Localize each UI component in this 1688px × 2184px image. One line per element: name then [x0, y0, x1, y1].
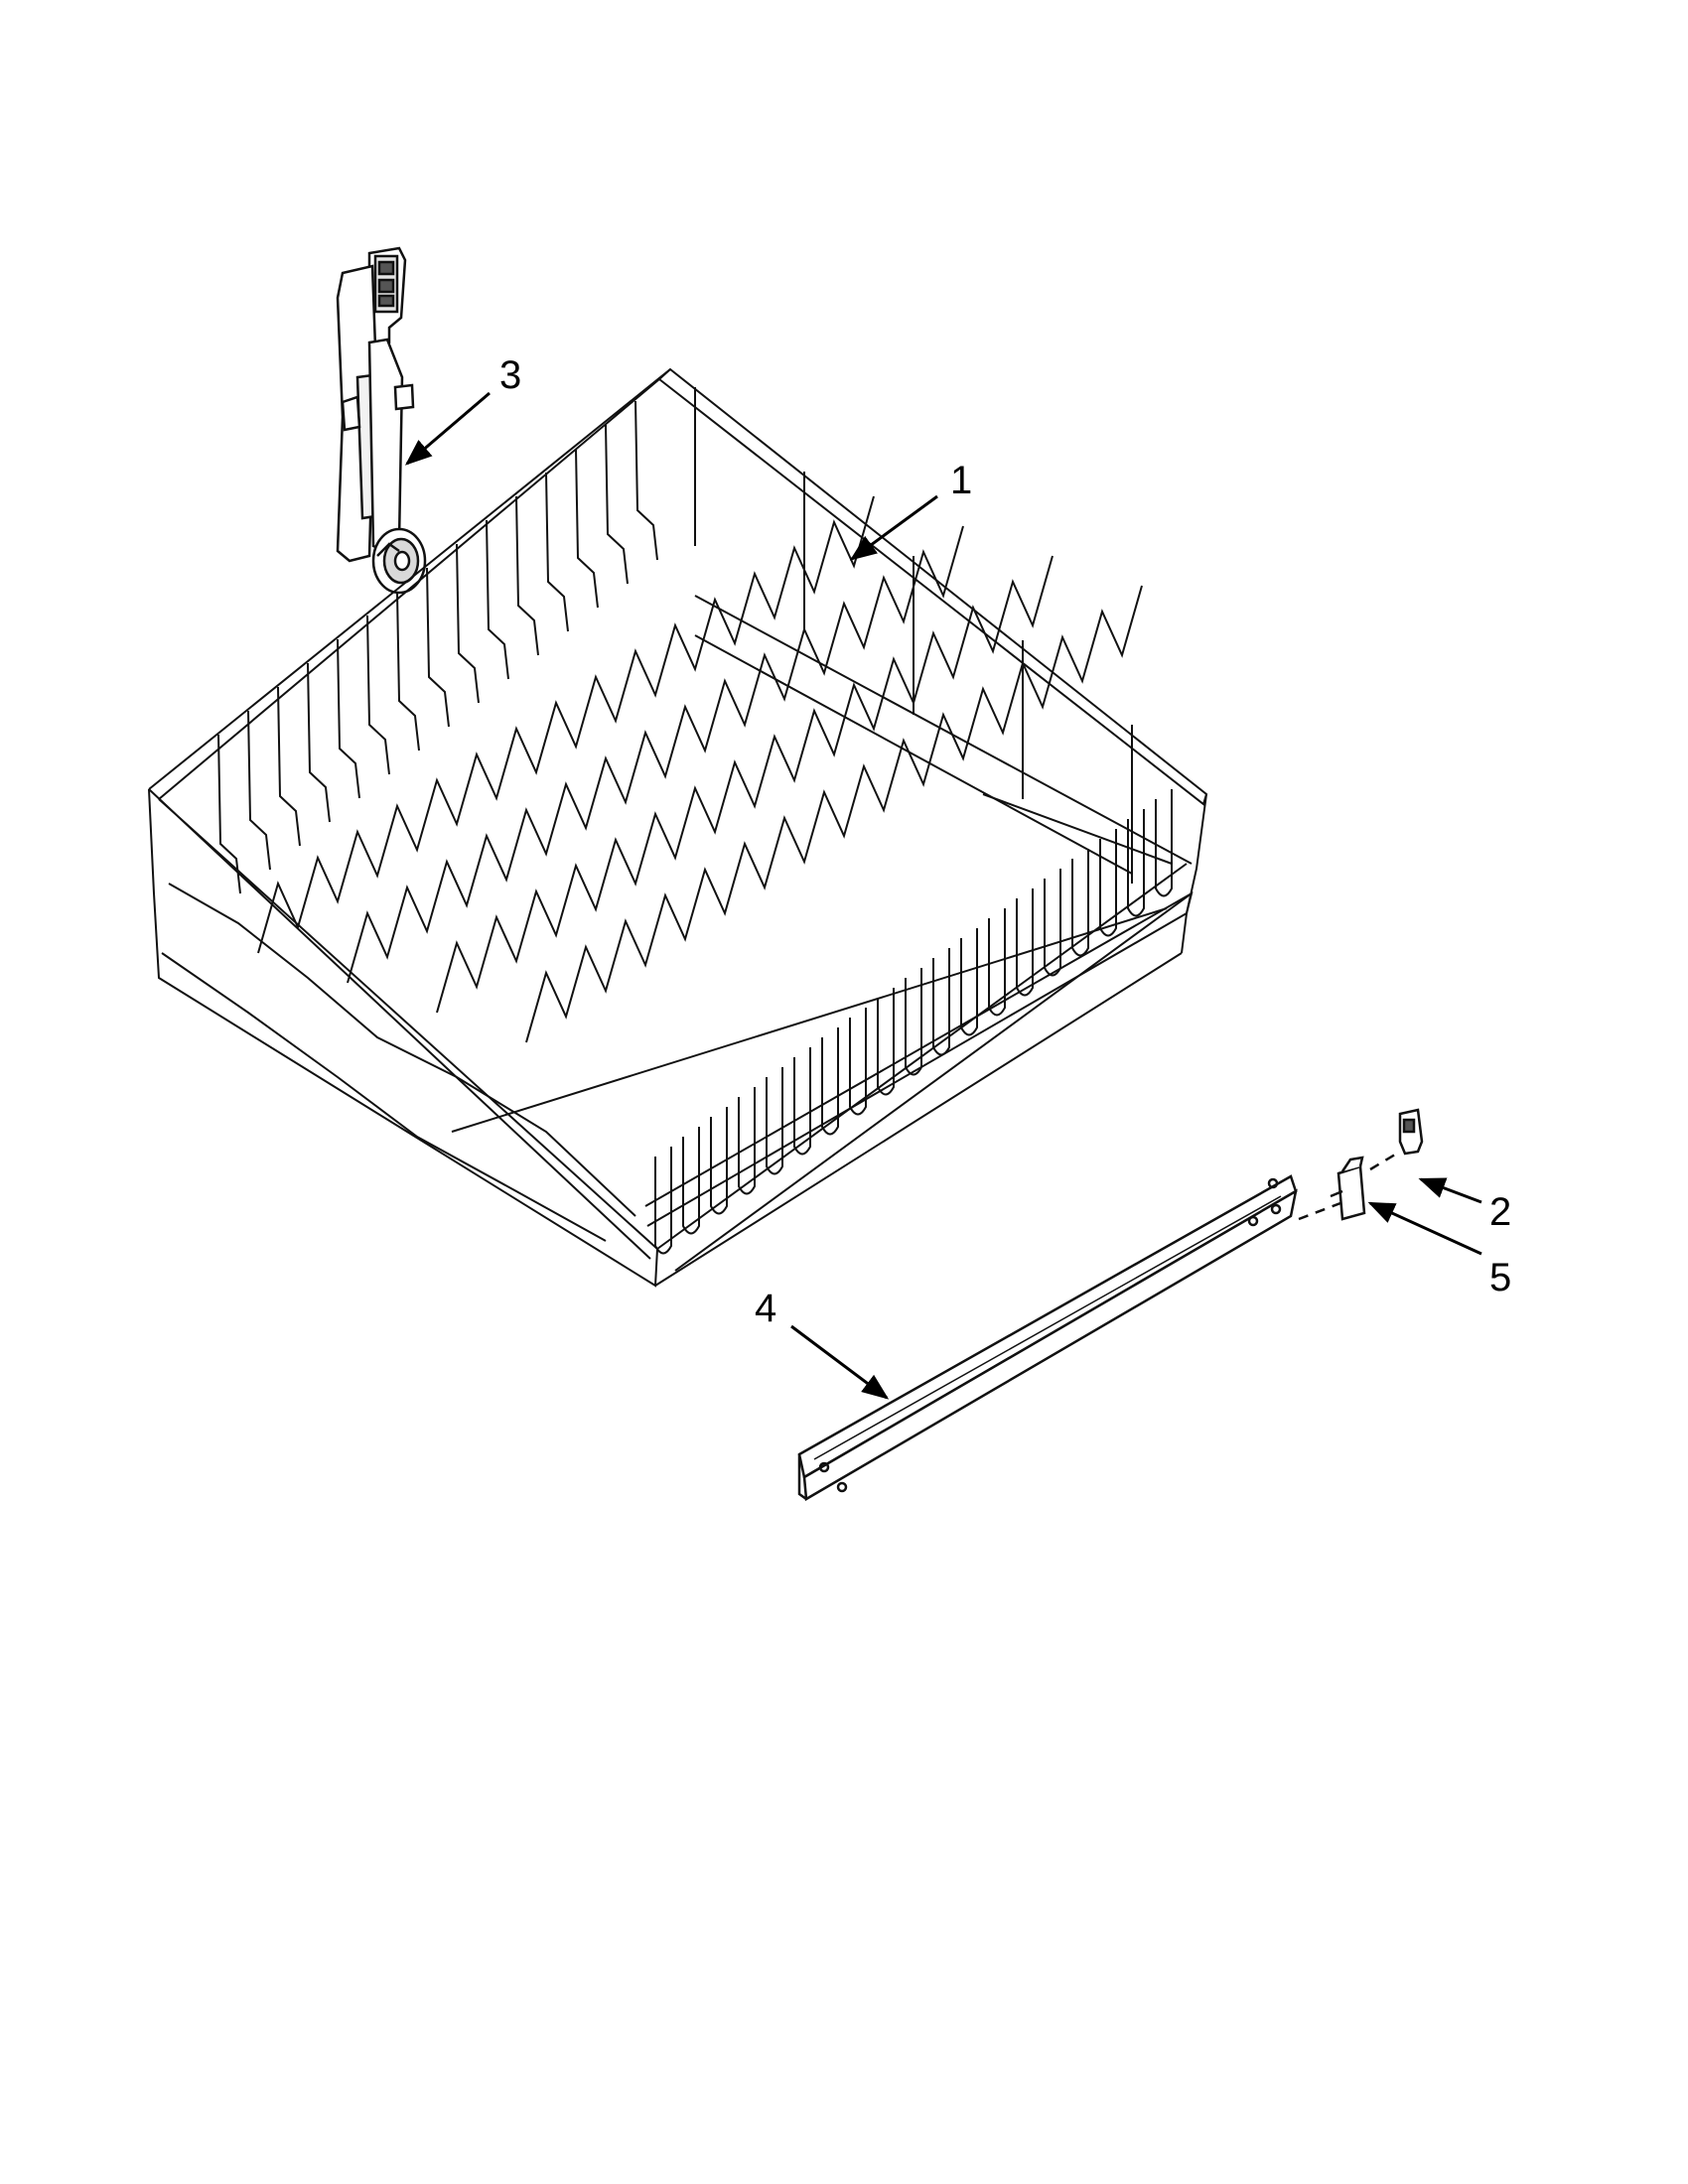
leader-arrow-3 — [404, 391, 491, 466]
rack-wire — [396, 591, 420, 751]
rack-loop — [1071, 849, 1089, 957]
rack-loop — [932, 948, 950, 1056]
rack-wire — [426, 567, 450, 728]
rack-stop-clip-part — [1369, 1108, 1424, 1171]
rack-wire — [456, 543, 480, 704]
leader-arrow-1 — [849, 494, 938, 561]
callout-1: 1 — [950, 459, 972, 502]
rack-wire — [277, 686, 301, 847]
rack-loop — [682, 1127, 700, 1235]
rack-loop — [1127, 809, 1145, 917]
rack-wire — [337, 638, 360, 799]
rack-wire — [247, 710, 271, 871]
rack-loop — [1155, 789, 1173, 897]
rack-rail-part — [797, 1174, 1298, 1502]
rack-loop — [738, 1087, 756, 1195]
rack-loop — [960, 928, 978, 1036]
leader-arrow-5 — [1367, 1201, 1482, 1256]
rack-tine-row — [257, 495, 875, 954]
rack-loop — [988, 908, 1006, 1017]
rack-loop — [849, 1008, 867, 1116]
leader-lines — [404, 391, 1482, 1400]
rack-wire — [634, 400, 658, 561]
rack-loop — [1099, 829, 1117, 937]
callout-4: 4 — [755, 1287, 776, 1330]
upper-rack-part — [148, 367, 1208, 1288]
rack-wire — [515, 495, 539, 656]
rack-loop — [877, 988, 895, 1096]
callout-2: 2 — [1489, 1190, 1511, 1234]
leader-arrow-4 — [790, 1324, 890, 1400]
callout-5: 5 — [1489, 1256, 1511, 1299]
callout-3: 3 — [499, 353, 521, 397]
rack-wire — [217, 734, 241, 894]
rack-wire — [575, 448, 599, 609]
rack-tine-row — [347, 525, 964, 984]
rack-adjuster-part — [336, 246, 427, 595]
rack-loop — [821, 1027, 839, 1136]
rack-tine-row — [525, 585, 1143, 1043]
rack-loop — [766, 1067, 783, 1175]
rack-loop — [793, 1047, 811, 1156]
leader-arrow-2 — [1418, 1177, 1482, 1204]
rack-tine-row — [436, 555, 1054, 1014]
rack-loop — [654, 1147, 672, 1255]
rail-end-cap-part — [1298, 1156, 1366, 1221]
rack-wire — [307, 662, 331, 823]
rack-wire — [486, 519, 509, 680]
rack-loop — [1016, 888, 1034, 997]
rack-loop — [905, 968, 922, 1076]
rack-loop — [710, 1107, 728, 1215]
rack-wire — [605, 424, 629, 585]
rack-loop — [1044, 869, 1061, 977]
rack-wire — [366, 614, 390, 775]
rack-wire — [545, 472, 569, 632]
